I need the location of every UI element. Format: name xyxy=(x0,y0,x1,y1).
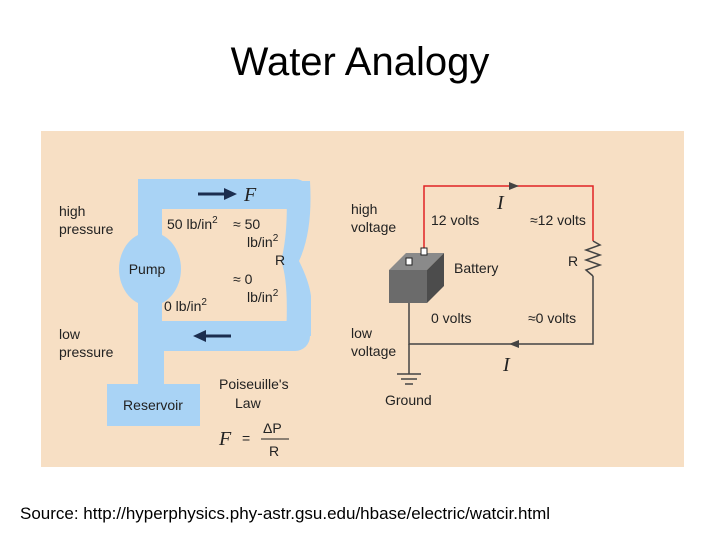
current-symbol-bottom: I xyxy=(502,354,511,376)
law-name: Poiseuille's xyxy=(219,376,289,392)
low-pressure-label: low xyxy=(59,326,81,342)
ground-label: Ground xyxy=(385,392,432,408)
pump-label: Pump xyxy=(129,261,166,277)
pressure-top-left: 50 lb/in2 xyxy=(167,215,218,232)
pipe-resistor-label: R xyxy=(275,252,285,268)
voltage-bottom-left: 0 volts xyxy=(431,310,471,326)
svg-text:ΔP: ΔP xyxy=(263,420,282,436)
circuit-resistor xyxy=(583,240,603,277)
law-name-2: Law xyxy=(235,395,262,411)
current-arrow-bottom xyxy=(509,340,519,348)
reservoir xyxy=(107,384,200,426)
slide-title: Water Analogy xyxy=(230,40,490,84)
pressure-bottom-left: 0 lb/in2 xyxy=(164,297,207,314)
flow-arrow-top xyxy=(198,188,237,200)
source-citation: Source: http://hyperphysics.phy-astr.gsu… xyxy=(20,504,551,523)
current-arrow-top xyxy=(509,182,519,190)
svg-text:R: R xyxy=(269,443,279,459)
pressure-bottom-right: ≈ 0 xyxy=(233,271,253,287)
battery xyxy=(389,247,444,303)
low-voltage-label: low xyxy=(351,325,373,341)
svg-text:=: = xyxy=(242,430,250,446)
battery-label: Battery xyxy=(454,260,498,276)
current-symbol-top: I xyxy=(496,192,505,214)
pressure-top-right: ≈ 50 xyxy=(233,216,260,232)
flow-arrow-bottom xyxy=(193,330,231,342)
high-voltage-label-2: voltage xyxy=(351,219,396,235)
voltage-bottom-right: ≈0 volts xyxy=(528,310,576,326)
poiseuille-formula: F = ΔP R xyxy=(218,420,289,459)
reservoir-label: Reservoir xyxy=(123,397,183,413)
low-pressure-label-2: pressure xyxy=(59,344,114,360)
water-pipe-loop xyxy=(119,179,311,391)
pressure-top-right-unit: lb/in2 xyxy=(247,233,279,250)
low-voltage-label-2: voltage xyxy=(351,343,396,359)
water-analogy-figure: Reservoir F high pressure low pressure P… xyxy=(41,131,684,467)
high-voltage-label: high xyxy=(351,201,377,217)
high-pressure-label-2: pressure xyxy=(59,221,114,237)
pressure-bottom-right-unit: lb/in2 xyxy=(247,288,279,305)
flow-symbol-f: F xyxy=(243,184,257,206)
voltage-top-right: ≈12 volts xyxy=(530,212,586,228)
high-pressure-label: high xyxy=(59,203,85,219)
high-voltage-wire xyxy=(423,185,594,251)
voltage-top-left: 12 volts xyxy=(431,212,479,228)
svg-text:F: F xyxy=(218,428,232,450)
circuit-resistor-label: R xyxy=(568,253,578,269)
ground-symbol xyxy=(397,373,421,385)
